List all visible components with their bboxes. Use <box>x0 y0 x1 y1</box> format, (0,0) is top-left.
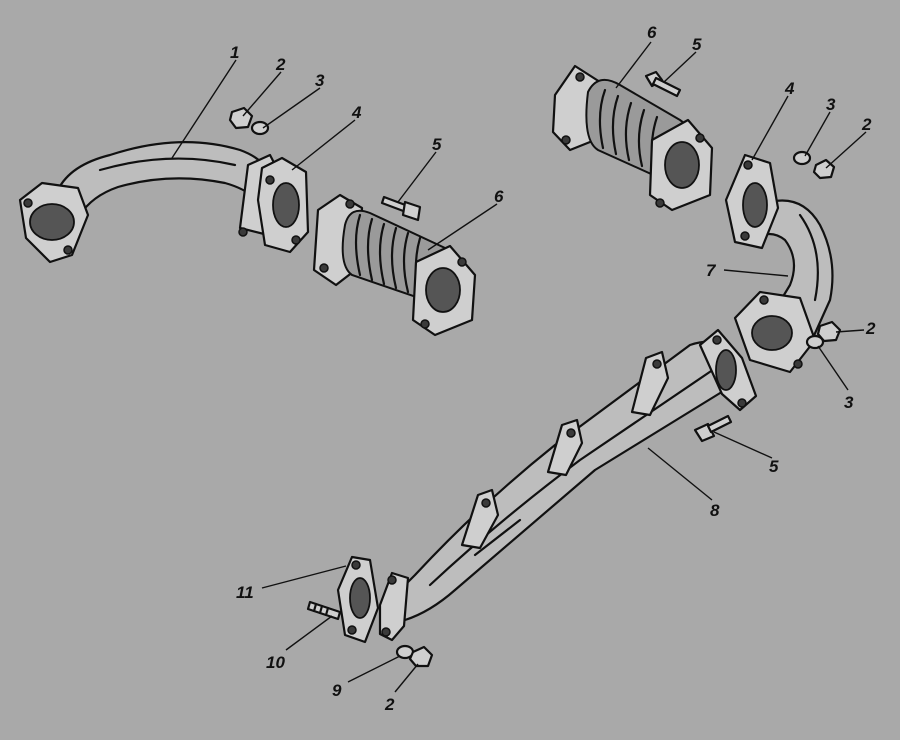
nut-bottom-part <box>408 645 434 668</box>
callout-5-bolt-top-right: 5 <box>692 35 702 54</box>
callout-labels: 1 2 3 4 5 6 6 5 4 3 2 7 2 3 5 8 11 10 9 … <box>230 23 876 714</box>
callout-4-gasket-left: 4 <box>351 103 362 122</box>
gasket-right-part <box>724 153 780 250</box>
callout-3-washer-right: 3 <box>826 95 836 114</box>
callout-2-nut-bottom: 2 <box>384 695 395 714</box>
bellows-right-part <box>551 64 714 212</box>
callout-5-bolt-left: 5 <box>432 135 442 154</box>
callout-2-nut-mid: 2 <box>865 319 876 338</box>
callout-3-washer-mid: 3 <box>844 393 854 412</box>
callout-6-bellows-left: 6 <box>494 187 504 206</box>
bolt-left-part <box>380 195 422 222</box>
callout-2-nut-top: 2 <box>275 55 286 74</box>
callout-10-stud: 10 <box>266 653 285 672</box>
callout-7-elbow: 7 <box>706 261 717 280</box>
bolt-top-right-part <box>644 70 682 98</box>
callout-8-manifold: 8 <box>710 501 720 520</box>
manifold-part <box>378 328 758 642</box>
bellows-left-part <box>312 193 477 337</box>
gasket-left-part <box>256 156 310 254</box>
callout-5-bolt-mid: 5 <box>769 457 779 476</box>
leader-lines <box>171 41 867 693</box>
washer-right-part <box>792 150 812 166</box>
callout-4-gasket-right: 4 <box>784 79 795 98</box>
callout-11-gasket: 11 <box>236 583 254 602</box>
nut-top-part <box>228 106 254 130</box>
gasket-bottom-part <box>336 555 380 644</box>
callout-3-washer-top: 3 <box>315 71 325 90</box>
callout-2-nut-right: 2 <box>861 115 872 134</box>
callout-6-bellows-right: 6 <box>647 23 657 42</box>
elbow-flange-part <box>733 290 817 374</box>
callout-1-front-pipe: 1 <box>230 43 239 62</box>
nut-mid-part <box>816 320 842 343</box>
front-pipe-part <box>18 141 284 264</box>
stud-part <box>306 600 342 621</box>
washer-mid-part <box>805 334 825 350</box>
washer-top-part <box>250 120 270 136</box>
bolt-mid-part <box>693 414 733 443</box>
callout-9-washer: 9 <box>332 681 342 700</box>
